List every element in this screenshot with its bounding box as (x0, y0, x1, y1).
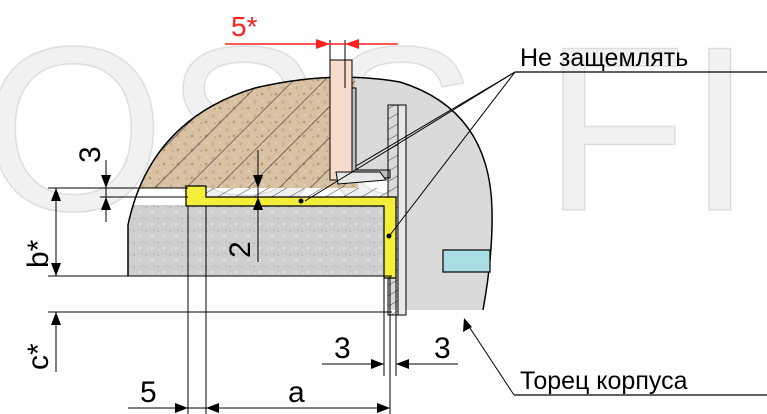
extension-lines (48, 40, 397, 414)
callout-top: Не защемлять (304, 44, 767, 236)
section-outline (127, 76, 493, 311)
cyan-element (442, 249, 491, 273)
dim-b: b* (22, 188, 61, 276)
dim-bottom-mid-label: 3 (334, 332, 351, 365)
dim-c: c* (22, 312, 61, 372)
section-body (128, 77, 493, 310)
dim-b-label: b* (22, 239, 55, 268)
dim-bottom-right-label: 3 (434, 332, 451, 365)
dim-gap: 2 (224, 150, 263, 262)
peach-panel (329, 59, 353, 181)
callout-top-label: Не защемлять (520, 44, 688, 72)
concrete-region (128, 205, 390, 276)
dim-gap-label: 2 (224, 241, 257, 258)
dim-c-label: c* (22, 343, 55, 370)
wall-hatch-2 (397, 104, 407, 316)
dim-bottom-left-label: 5 (140, 376, 157, 409)
callout-bottom-label: Торец корпуса (520, 367, 688, 395)
dim-left-small: 3 (74, 146, 111, 222)
top-dim-label: 5* (231, 11, 258, 42)
dim-bottom-a-label: a (288, 376, 305, 409)
callout-bottom: Торец корпуса (463, 318, 767, 396)
top-dimension: 5* (225, 11, 398, 49)
dim-left-small-label: 3 (74, 146, 107, 163)
